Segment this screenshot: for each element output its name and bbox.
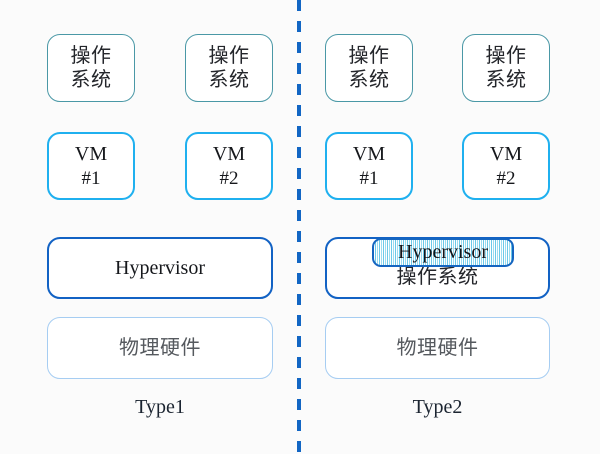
type1-guest2-os-box: 操作 系统 bbox=[185, 34, 273, 102]
type2-vm2-box: VM #2 bbox=[462, 132, 550, 200]
vm-number: #1 bbox=[81, 167, 101, 189]
host-os-label: 操作系统 bbox=[396, 265, 479, 288]
type2-guest2-os-box: 操作 系统 bbox=[462, 34, 550, 102]
vm-number: #1 bbox=[359, 167, 379, 189]
hypervisor-label: Hypervisor bbox=[115, 256, 205, 279]
os-label-line1: 操作 bbox=[208, 44, 250, 67]
type1-physical-hardware-box: 物理硬件 bbox=[47, 317, 273, 379]
vm-number: #2 bbox=[219, 167, 239, 189]
type1-vm2-box: VM #2 bbox=[185, 132, 273, 200]
vm-label: VM bbox=[212, 143, 246, 166]
type2-vm1-box: VM #1 bbox=[325, 132, 413, 200]
type1-hypervisor-box: Hypervisor bbox=[47, 237, 273, 299]
panel-divider-dashed-line bbox=[297, 0, 301, 454]
vm-label: VM bbox=[352, 143, 386, 166]
vm-number: #2 bbox=[496, 167, 516, 189]
type2-physical-hardware-box: 物理硬件 bbox=[325, 317, 550, 379]
hardware-label: 物理硬件 bbox=[396, 336, 479, 359]
type1-vm1-box: VM #1 bbox=[47, 132, 135, 200]
type1-caption: Type1 bbox=[135, 396, 185, 418]
type2-caption: Type2 bbox=[412, 396, 463, 418]
hardware-label: 物理硬件 bbox=[119, 336, 201, 359]
os-label-line2: 系统 bbox=[70, 69, 112, 91]
hypervisor-label: Hypervisor bbox=[398, 241, 488, 263]
os-label-line2: 系统 bbox=[348, 69, 390, 91]
type2-hypervisor-box: Hypervisor bbox=[372, 238, 514, 267]
os-label-line1: 操作 bbox=[70, 44, 112, 67]
vm-label: VM bbox=[74, 143, 108, 166]
type2-guest1-os-box: 操作 系统 bbox=[325, 34, 413, 102]
os-label-line1: 操作 bbox=[485, 44, 527, 67]
os-label-line2: 系统 bbox=[208, 69, 250, 91]
os-label-line2: 系统 bbox=[485, 69, 527, 91]
type1-guest1-os-box: 操作 系统 bbox=[47, 34, 135, 102]
vm-label: VM bbox=[489, 143, 523, 166]
os-label-line1: 操作 bbox=[348, 44, 390, 67]
